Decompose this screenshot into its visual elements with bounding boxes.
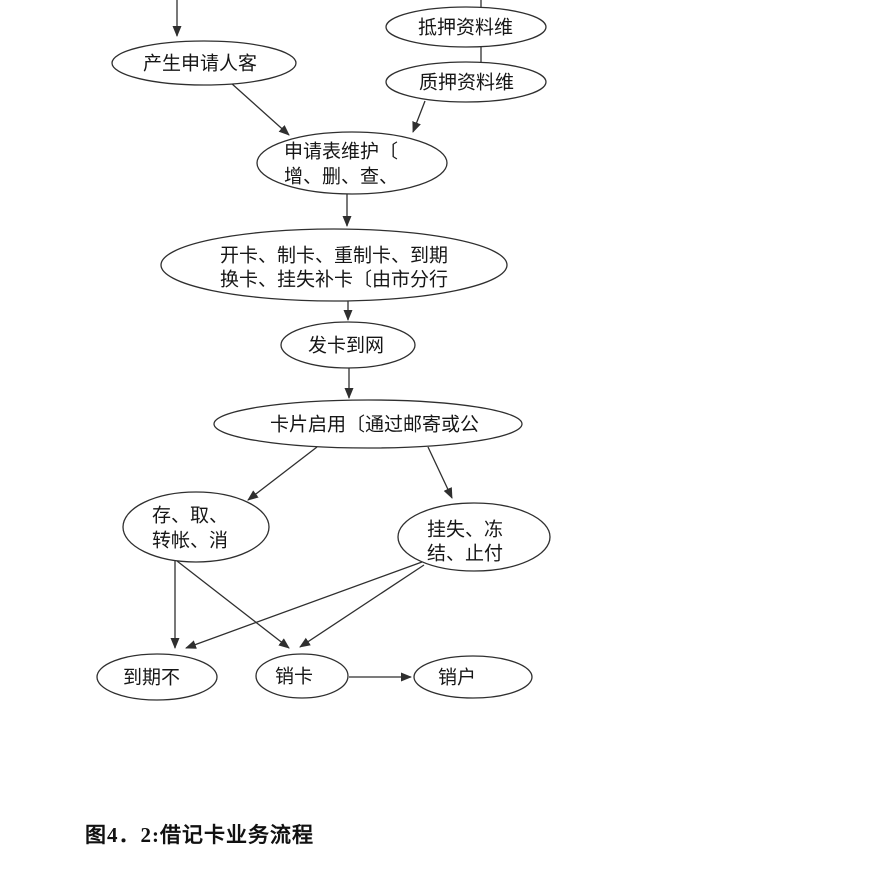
node-cancel-card-shape [255,653,349,699]
node-application-form-maintenance: 申请表维护〔 增、删、查、 [256,131,448,195]
arrow-loss-freeze-to-cancel-card [299,564,425,648]
node-pledge-data-maintenance: 质押资料维 [385,61,547,103]
arrow-deposit-ops-to-cancel-card [176,560,290,649]
node-cancel-card: 销卡 [255,653,349,699]
arrow-card-activation-to-deposit-ops [247,446,318,501]
node-generate-applicant: 产生申请人客 [111,40,297,86]
node-mortgage-data-maintenance: 抵押资料维 [385,6,547,48]
node-card-to-network: 发卡到网 [280,321,416,369]
node-application-form-shape [256,131,448,195]
node-card-operations-label-line2: 换卡、挂失补卡〔由市分行 [220,269,448,291]
node-cancel-account-shape [413,655,533,699]
arrow-pledge-data-to-application-form [412,100,426,133]
node-deposit-ops-shape [122,491,270,563]
node-card-activation: 卡片启用〔通过邮寄或公 [213,399,523,449]
node-deposit-ops-label-line1: 存、取、 [152,505,228,527]
arrow-loss-freeze-to-expired-not [185,561,423,649]
node-application-form-label-line1: 申请表维护〔 [284,141,398,163]
node-application-form-label-line2: 增、删、查、 [284,166,398,188]
node-card-activation-label: 卡片启用〔通过邮寄或公 [270,414,479,436]
node-card-operations-label-line1: 开卡、制卡、重制卡、到期 [220,245,448,267]
node-loss-freeze-label-line1: 挂失、冻 [427,519,503,541]
node-card-operations-shape [160,228,508,302]
node-card-activation-shape [213,399,523,449]
node-loss-freeze-stop-payment: 挂失、冻 结、止付 [397,502,551,572]
node-cancel-account: 销户 [413,655,533,699]
node-loss-freeze-shape [397,502,551,572]
node-mortgage-data-label: 抵押资料维 [418,17,513,39]
node-card-operations: 开卡、制卡、重制卡、到期 换卡、挂失补卡〔由市分行 [160,228,508,302]
node-expired-not-label: 到期不 [123,667,180,689]
node-deposit-ops-label-line2: 转帐、消 [152,530,228,552]
node-pledge-data-label: 质押资料维 [419,72,514,94]
node-expired-not: 到期不 [96,653,218,701]
node-cancel-account-label: 销户 [438,667,476,689]
arrow-card-activation-to-loss-freeze [427,446,453,499]
node-deposit-withdraw-transfer: 存、取、 转帐、消 [122,491,270,563]
figure-caption: 图4．2:借记卡业务流程 [85,823,314,847]
node-expired-not-shape [96,653,218,701]
node-pledge-data-shape [385,61,547,103]
arrow-generate-applicant-to-application-form [230,82,290,136]
node-card-to-network-shape [280,321,416,369]
node-card-to-network-label: 发卡到网 [308,335,384,357]
node-cancel-card-label: 销卡 [275,666,313,688]
node-mortgage-data-shape [385,6,547,48]
node-generate-applicant-label: 产生申请人客 [143,53,257,75]
node-generate-applicant-shape [111,40,297,86]
node-loss-freeze-label-line2: 结、止付 [427,543,503,565]
